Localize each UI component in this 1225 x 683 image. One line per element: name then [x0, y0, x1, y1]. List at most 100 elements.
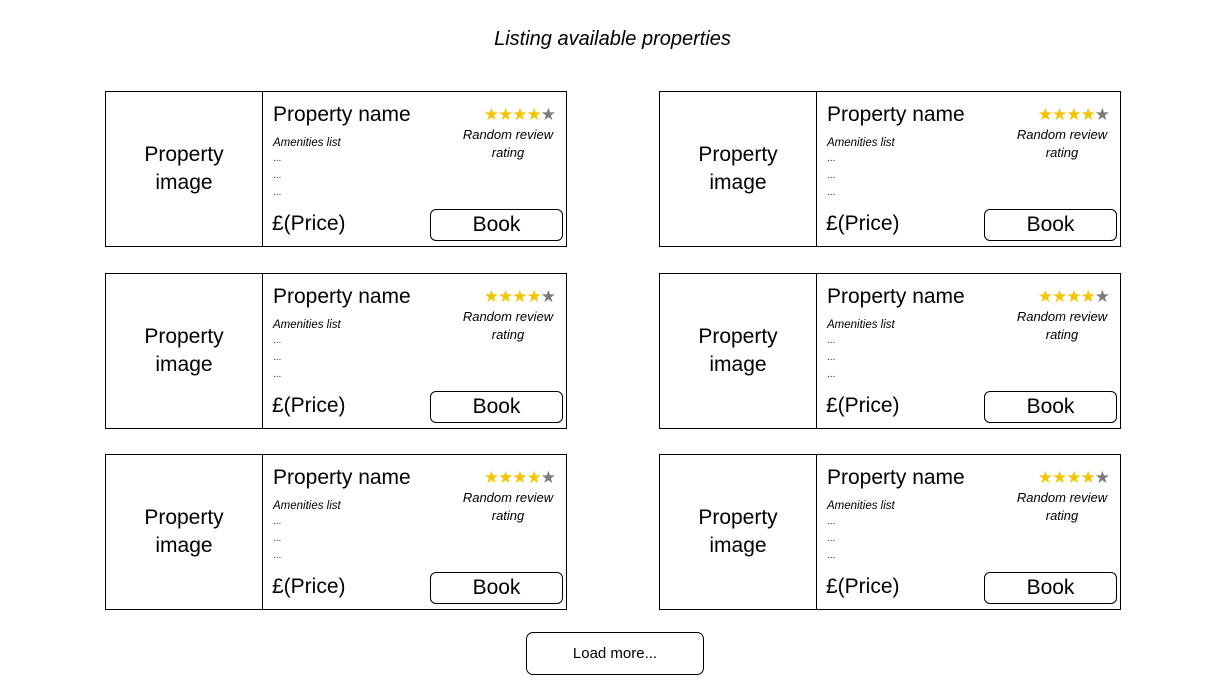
amenities-list: .........	[273, 332, 281, 383]
rating-stars: ★★★★★	[458, 469, 558, 487]
property-image-placeholder: Property image	[106, 455, 263, 609]
amenity-item: ...	[827, 533, 836, 544]
property-price: £(Price)	[272, 212, 346, 235]
star-filled-icon: ★	[1080, 468, 1096, 487]
rating-stars: ★★★★★	[1012, 288, 1112, 306]
amenities-list: .........	[273, 513, 281, 564]
star-filled-icon: ★	[1080, 105, 1096, 124]
amenities-list: .........	[827, 150, 835, 201]
amenities-label: Amenities list	[827, 319, 895, 331]
amenity-item: ...	[827, 335, 836, 346]
property-price: £(Price)	[272, 394, 346, 417]
star-filled-icon: ★	[1052, 105, 1067, 124]
review-rating: ★★★★★Random review rating	[458, 288, 558, 344]
rating-label: Random review rating	[462, 490, 554, 523]
amenity-item: ...	[273, 170, 282, 181]
amenities-label: Amenities list	[273, 319, 341, 331]
rating-label: Random review rating	[462, 127, 554, 160]
book-button[interactable]: Book	[430, 209, 563, 241]
star-filled-icon: ★	[498, 287, 513, 306]
book-button[interactable]: Book	[430, 572, 563, 604]
property-image-placeholder: Property image	[660, 274, 817, 428]
amenities-list: .........	[827, 513, 835, 564]
star-filled-icon: ★	[1037, 105, 1053, 124]
star-filled-icon: ★	[512, 468, 527, 487]
property-image-placeholder: Property image	[660, 92, 817, 246]
review-rating: ★★★★★Random review rating	[1012, 106, 1112, 162]
property-name: Property name	[827, 285, 965, 308]
star-filled-icon: ★	[483, 287, 499, 306]
star-filled-icon: ★	[512, 105, 527, 124]
star-empty-icon: ★	[540, 468, 556, 487]
rating-label: Random review rating	[1016, 490, 1108, 523]
amenity-item: ...	[827, 170, 836, 181]
book-button[interactable]: Book	[430, 391, 563, 423]
property-price: £(Price)	[826, 394, 900, 417]
amenities-label: Amenities list	[273, 500, 341, 512]
review-rating: ★★★★★ Random review rating	[458, 106, 558, 162]
star-filled-icon: ★	[1052, 468, 1067, 487]
amenity-item: ...	[273, 187, 282, 198]
review-rating: ★★★★★ Random review rating	[1012, 469, 1112, 525]
load-more-button[interactable]: Load more...	[526, 632, 704, 675]
star-empty-icon: ★	[540, 287, 556, 306]
star-filled-icon: ★	[483, 468, 499, 487]
rating-stars: ★★★★★	[1012, 469, 1112, 487]
star-filled-icon: ★	[1066, 468, 1081, 487]
property-name: Property name	[273, 466, 411, 489]
rating-label: Random review rating	[1016, 127, 1108, 160]
property-name: Property name	[273, 103, 411, 126]
property-name: Property name	[273, 285, 411, 308]
star-filled-icon: ★	[1037, 287, 1053, 306]
review-rating: ★★★★★Random review rating	[458, 469, 558, 525]
star-filled-icon: ★	[1052, 287, 1067, 306]
property-image-placeholder: Property image	[660, 455, 817, 609]
rating-stars: ★★★★★	[458, 288, 558, 306]
rating-stars: ★★★★★	[458, 106, 558, 124]
star-empty-icon: ★	[1094, 287, 1110, 306]
star-empty-icon: ★	[1094, 105, 1110, 124]
amenity-item: ...	[273, 153, 282, 164]
rating-label: Random review rating	[1016, 309, 1108, 342]
amenity-item: ...	[827, 187, 836, 198]
amenity-item: ...	[273, 550, 282, 561]
page-title: Listing available properties	[494, 28, 731, 50]
book-button[interactable]: Book	[984, 572, 1117, 604]
amenity-item: ...	[827, 369, 836, 380]
property-price: £(Price)	[826, 575, 900, 598]
star-filled-icon: ★	[498, 468, 513, 487]
star-filled-icon: ★	[1080, 287, 1096, 306]
property-name: Property name	[827, 466, 965, 489]
property-image-placeholder: Property image	[106, 92, 263, 246]
star-filled-icon: ★	[1066, 105, 1081, 124]
property-image-placeholder: Property image	[106, 274, 263, 428]
book-button[interactable]: Book	[984, 209, 1117, 241]
star-empty-icon: ★	[540, 105, 556, 124]
amenity-item: ...	[273, 352, 282, 363]
star-filled-icon: ★	[512, 287, 527, 306]
amenities-list: .........	[827, 332, 835, 383]
star-filled-icon: ★	[483, 105, 499, 124]
star-filled-icon: ★	[498, 105, 513, 124]
star-filled-icon: ★	[526, 287, 542, 306]
property-price: £(Price)	[272, 575, 346, 598]
star-filled-icon: ★	[526, 468, 542, 487]
amenity-item: ...	[273, 369, 282, 380]
star-filled-icon: ★	[1037, 468, 1053, 487]
property-price: £(Price)	[826, 212, 900, 235]
amenities-label: Amenities list	[827, 500, 895, 512]
book-button[interactable]: Book	[984, 391, 1117, 423]
